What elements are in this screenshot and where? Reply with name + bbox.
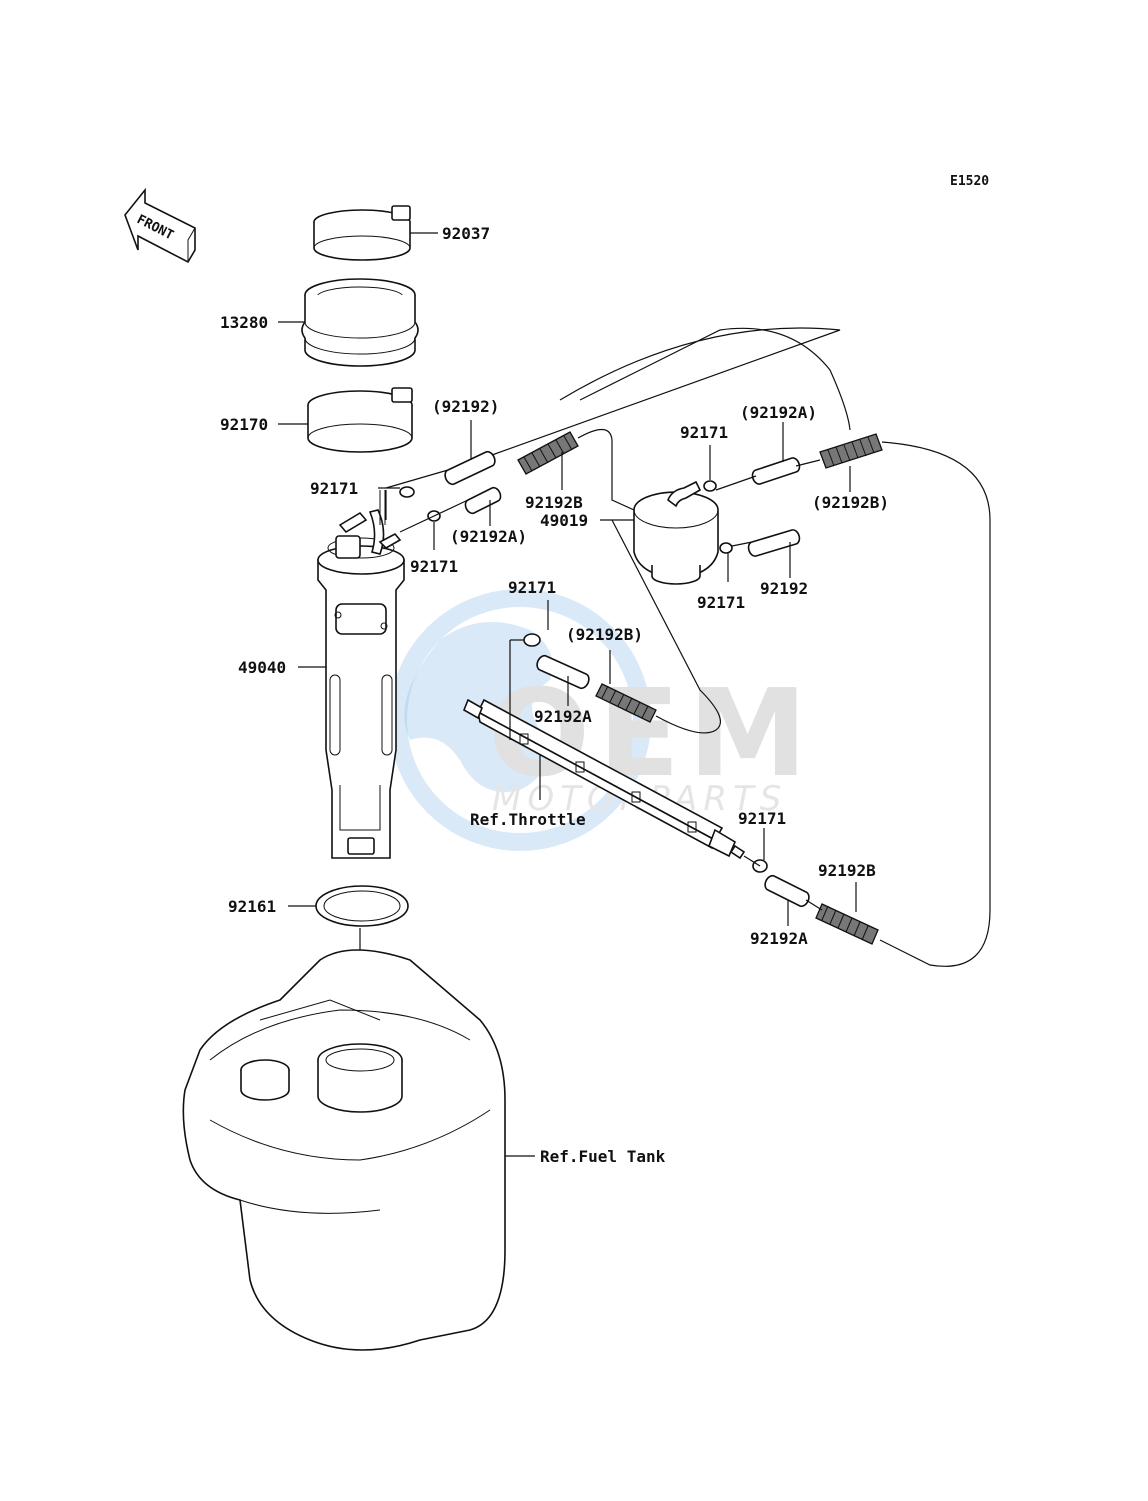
clamp-92170 — [278, 387, 413, 453]
callout-92171-filter-bottom: 92171 — [697, 593, 745, 612]
callout-92192b-top: 92192B — [525, 493, 583, 512]
callout-92192a-paren-right: (92192A) — [740, 403, 817, 422]
callout-92192-right: 92192 — [760, 579, 808, 598]
watermark-globe-icon — [389, 589, 651, 851]
callout-92161: 92161 — [228, 897, 276, 916]
callout-49040: 49040 — [238, 658, 286, 677]
callout-92171-lower-right: 92171 — [738, 809, 786, 828]
spring-92192b-right — [819, 433, 883, 492]
seal-13280 — [278, 278, 419, 367]
callout-92192a-paren-left: (92192A) — [450, 527, 527, 546]
callout-92192b-paren-right: (92192B) — [812, 493, 889, 512]
clamp-92037 — [313, 205, 438, 261]
diagram-code: E1520 — [950, 174, 989, 189]
ref-throttle-label: Ref.Throttle — [470, 810, 586, 829]
hose-92192a-right — [751, 422, 801, 485]
hose-92192a-left — [464, 486, 502, 526]
callout-92192b-lower-right: 92192B — [818, 861, 876, 880]
clip-92171-filter-bottom — [719, 542, 733, 582]
ref-fuel-tank-label: Ref.Fuel Tank — [540, 1147, 666, 1166]
clip-92171-mid — [523, 600, 549, 647]
spring-92192b-mid — [595, 650, 657, 723]
callout-49019: 49019 — [540, 511, 588, 530]
callout-92171-left-lower: 92171 — [410, 557, 458, 576]
hose-92192a-mid — [536, 654, 590, 706]
fuel-filter-49019 — [600, 480, 719, 585]
fuel-rail — [462, 639, 746, 860]
clip-92171-filter-top — [703, 445, 717, 492]
callout-13280: 13280 — [220, 313, 268, 332]
callout-92037: 92037 — [442, 224, 490, 243]
clip-92171-left — [378, 486, 415, 498]
spring-92192b-lower-right — [815, 882, 879, 945]
fuel-tank — [182, 949, 535, 1351]
callout-92171-left: 92171 — [310, 479, 358, 498]
callout-92192a-lower-right: 92192A — [750, 929, 808, 948]
clip-92171-left-lower — [427, 510, 441, 550]
hose-92192-top — [444, 420, 496, 486]
callout-92171-mid: 92171 — [508, 578, 556, 597]
callout-92192-paren-top: (92192) — [432, 397, 499, 416]
callout-92170: 92170 — [220, 415, 268, 434]
hose-92192-right — [747, 529, 801, 578]
front-arrow-icon: FRONT — [124, 187, 196, 264]
hose-92192a-lower-right — [764, 874, 810, 926]
spring-92192b-top — [517, 431, 579, 490]
callout-92192b-paren-mid: (92192B) — [566, 625, 643, 644]
callout-92171-filter-top: 92171 — [680, 423, 728, 442]
callout-92192a-mid: 92192A — [534, 707, 592, 726]
